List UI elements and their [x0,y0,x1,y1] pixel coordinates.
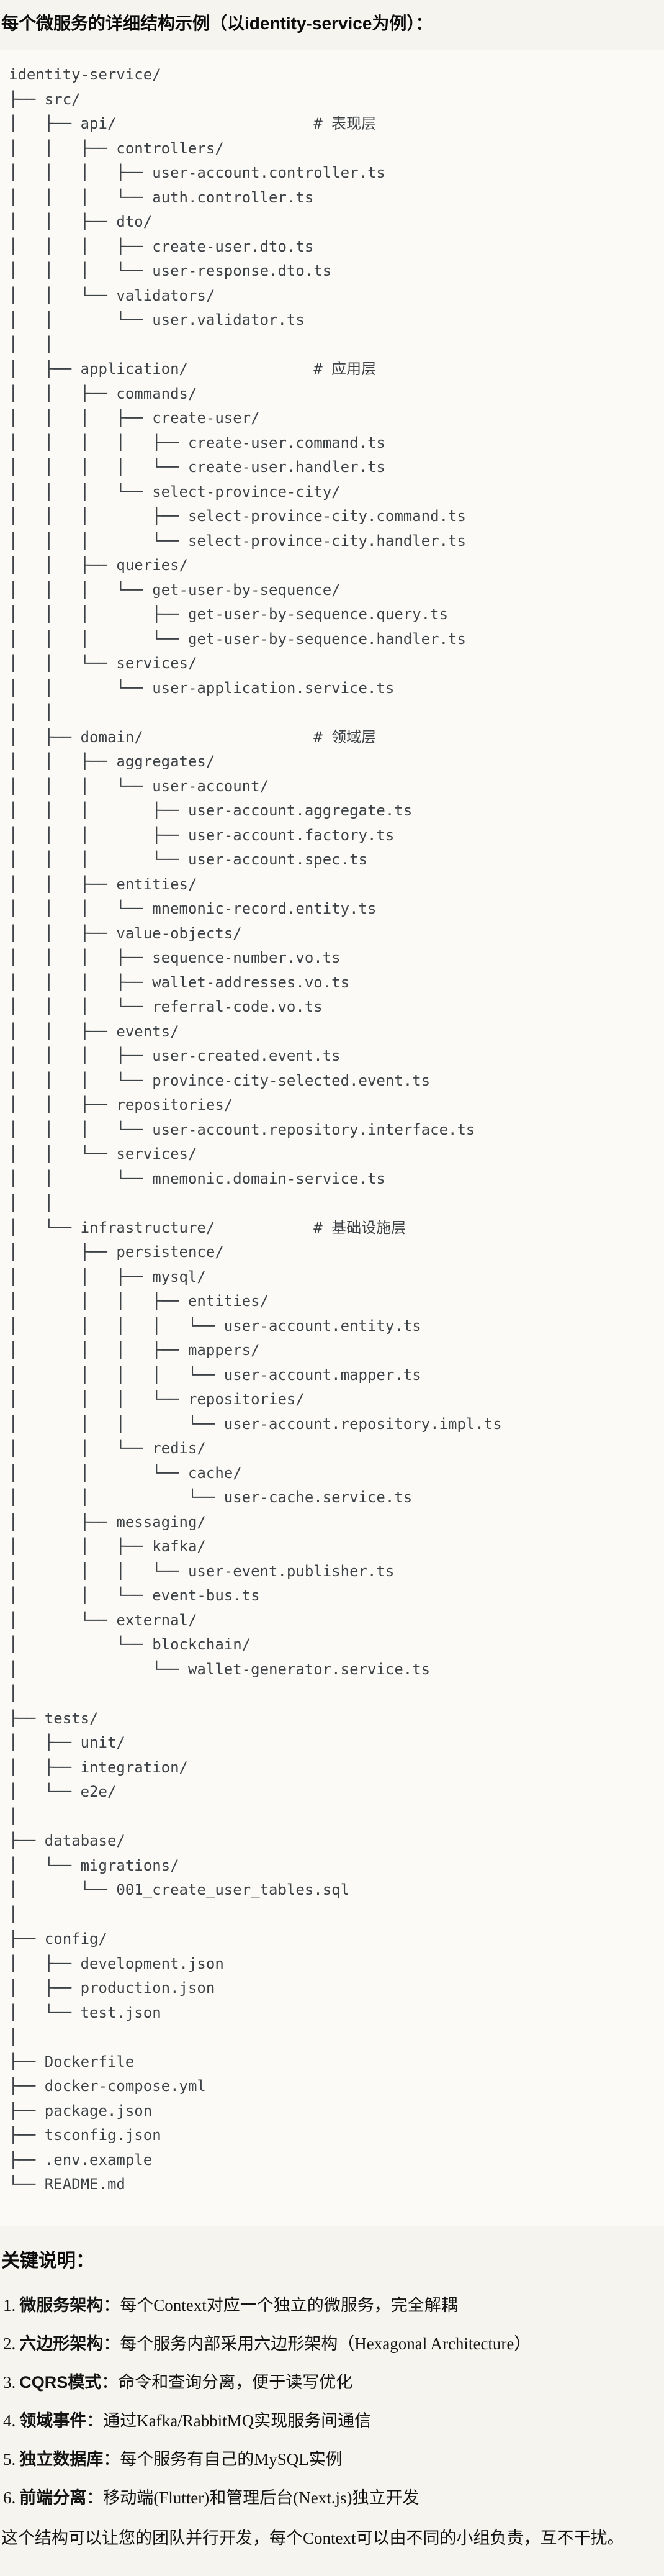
closing-paragraph: 这个结构可以让您的团队并行开发，每个Context可以由不同的小组负责，互不干扰… [1,2528,624,2547]
note-item-label: 微服务架构 [19,2295,104,2315]
note-item-number: 1. [3,2295,16,2315]
note-item-text: ：通过Kafka/RabbitMQ实现服务间通信 [86,2411,372,2430]
note-item: 3.CQRS模式：命令和查询分离，便于读写优化 [3,2370,664,2394]
note-item-text: ：移动端(Flutter)和管理后台(Next.js)独立开发 [86,2488,419,2507]
note-item-number: 5. [3,2449,16,2469]
note-item-label: 前端分离 [19,2488,87,2507]
note-item-label: 六边形架构 [19,2334,104,2353]
note-item-label: CQRS模式 [19,2372,102,2392]
page-title: 每个微服务的详细结构示例（以identity-service为例）： [1,14,433,33]
note-item-number: 2. [3,2334,16,2353]
note-item-number: 6. [3,2488,16,2507]
note-item-text: ：每个服务有自己的MySQL实例 [103,2449,343,2469]
notes-heading: 关键说明： [1,2250,94,2271]
note-item-number: 3. [3,2372,16,2392]
directory-tree: identity-service/ ├── src/ │ ├── api/ # … [9,66,502,2193]
note-item: 1.微服务架构：每个Context对应一个独立的微服务，完全解耦 [3,2293,664,2317]
note-item: 2.六边形架构：每个服务内部采用六边形架构（Hexagonal Architec… [3,2332,664,2356]
note-item-label: 独立数据库 [19,2449,104,2469]
note-item-label: 领域事件 [19,2411,87,2430]
note-item: 5.独立数据库：每个服务有自己的MySQL实例 [3,2447,664,2471]
note-item-number: 4. [3,2411,16,2430]
note-item: 4.领域事件：通过Kafka/RabbitMQ实现服务间通信 [3,2409,664,2433]
note-item: 6.前端分离：移动端(Flutter)和管理后台(Next.js)独立开发 [3,2486,664,2510]
note-item-text: ：每个服务内部采用六边形架构（Hexagonal Architecture） [103,2334,531,2353]
directory-tree-code-block: identity-service/ ├── src/ │ ├── api/ # … [0,50,664,2226]
note-item-text: ：命令和查询分离，便于读写优化 [101,2372,353,2392]
note-item-text: ：每个Context对应一个独立的微服务，完全解耦 [103,2295,458,2315]
